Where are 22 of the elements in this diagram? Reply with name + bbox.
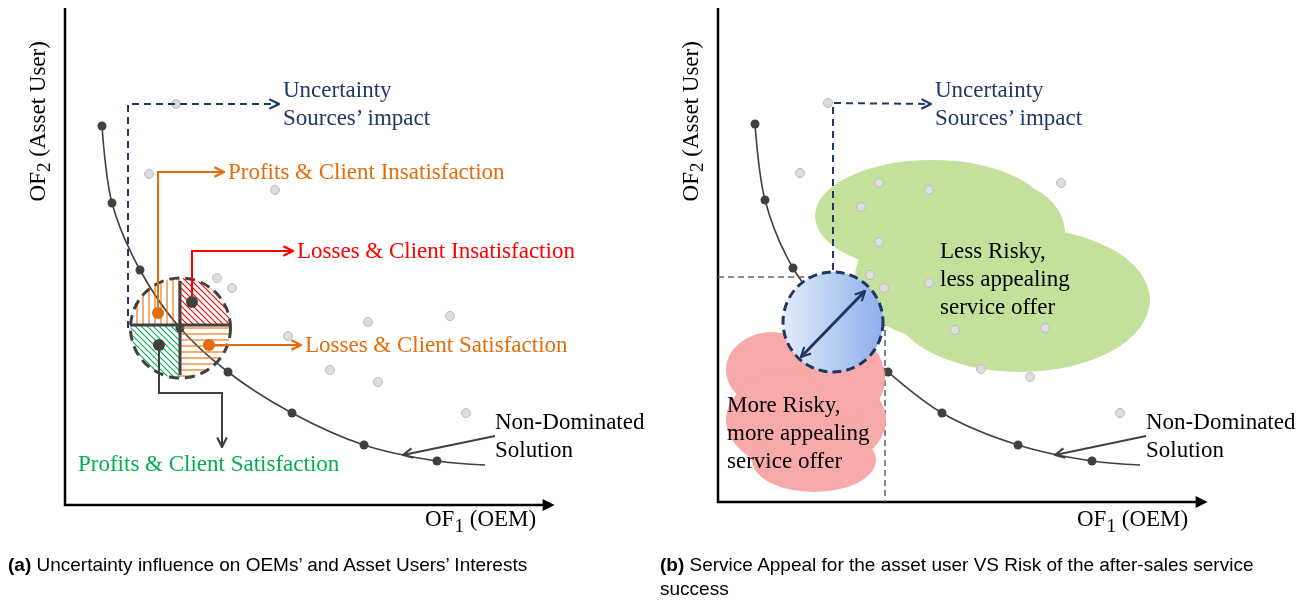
axis-title: OF$_{1}$ (OEM)	[1077, 506, 1189, 537]
caption: (b) Service Appeal for the asset user VS Risk of the after-sales service success	[660, 553, 1255, 601]
caption: (a) Uncertainty influence on OEMs’ and Asset Users’ Interests	[8, 553, 529, 577]
annotation-text: Losses & Client Insatisfaction	[297, 237, 597, 265]
region-label: More Risky, more appealing service offer	[727, 391, 871, 475]
annotation-text: Non-Dominated Solution	[1146, 408, 1306, 464]
annotation-text: Profits & Client Satisfaction	[78, 450, 368, 478]
annotation-text: Profits & Client Insatisfaction	[228, 158, 528, 186]
leader-arrow	[127, 98, 281, 329]
leader-arrow	[214, 339, 303, 351]
annotation-text: Losses & Client Satisfaction	[305, 331, 595, 359]
leader-arrow	[158, 350, 228, 449]
arrow	[401, 435, 496, 459]
leader-arrow	[157, 166, 226, 308]
annotation-text: Non-Dominated Solution	[495, 408, 655, 464]
leader-arrow	[191, 245, 295, 297]
arrow	[1053, 435, 1147, 459]
leader-arrow	[832, 98, 933, 271]
annotation-text: Uncertainty Sources’ impact	[935, 76, 1100, 132]
region-label: Less Risky, less appealing service offer	[940, 237, 1071, 321]
annotation-text: Uncertainty Sources’ impact	[283, 76, 448, 132]
axis-title: OF$_{1}$ (OEM)	[425, 506, 537, 537]
